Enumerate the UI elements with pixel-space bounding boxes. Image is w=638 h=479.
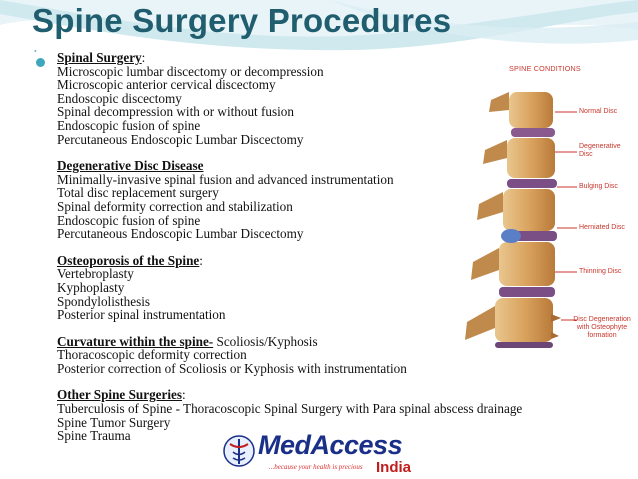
list-item: Posterior correction of Scoliosis or Kyp…	[57, 360, 407, 376]
section-curvature: Curvature within the spine- Scoliosis/Ky…	[57, 333, 522, 376]
list-item: Kyphoplasty	[57, 279, 125, 295]
list-item: Spine Tumor Surgery	[57, 414, 171, 430]
label-herniated-disc: Herniated Disc	[579, 224, 625, 231]
bullet-icon	[36, 58, 45, 67]
section-heading-suffix: :	[182, 387, 186, 403]
section-heading: Other Spine Surgeries	[57, 387, 183, 403]
logo-country: India	[376, 459, 412, 476]
list-item: Minimally-invasive spinal fusion and adv…	[57, 171, 394, 187]
list-item: Tuberculosis of Spine - Thoracoscopic Sp…	[57, 401, 523, 417]
section-heading: Degenerative Disc Disease	[57, 158, 204, 174]
list-item: Vertebroplasty	[57, 266, 134, 282]
list-item: Microscopic lumbar discectomy or decompr…	[57, 63, 324, 79]
list-item: Total disc replacement surgery	[57, 185, 219, 201]
section-heading: Osteoporosis of the Spine	[57, 252, 200, 268]
logo-tagline: ...because your health is precious	[269, 463, 363, 471]
section-heading: Curvature within the spine-	[57, 333, 214, 349]
list-item: Thoracoscopic deformity correction	[57, 347, 247, 363]
list-item: Endoscopic fusion of spine	[57, 212, 201, 228]
section-degenerative-disc: Degenerative Disc Disease Minimally-inva…	[57, 159, 522, 241]
list-item: Spinal deformity correction and stabiliz…	[57, 198, 293, 214]
list-item: Percutaneous Endoscopic Lumbar Discectom…	[57, 131, 304, 147]
spine-conditions-figure: SPINE CONDITIONS Normal Disc Degenerativ…	[451, 52, 638, 364]
list-item: Endoscopic fusion of spine	[57, 117, 201, 133]
label-disc-degeneration: Disc Degeneration with Osteophyte format…	[573, 316, 631, 339]
list-item: Spine Trauma	[57, 428, 131, 444]
label-thinning-disc: Thinning Disc	[579, 268, 622, 275]
medaccess-logo: MedAccess ...because your health is prec…	[222, 430, 432, 478]
procedure-list: Spinal Surgery: Microscopic lumbar disce…	[57, 51, 522, 443]
figure-title: SPINE CONDITIONS	[509, 64, 581, 73]
list-item: Posterior spinal instrumentation	[57, 307, 226, 323]
section-heading-suffix: Scoliosis/Kyphosis	[213, 333, 318, 349]
label-normal-disc: Normal Disc	[579, 108, 618, 115]
section-spinal-surgery: Spinal Surgery: Microscopic lumbar disce…	[57, 51, 522, 146]
section-heading-suffix: :	[141, 50, 146, 65]
section-heading: Spinal Surgery	[57, 50, 142, 65]
caduceus-logo-icon	[223, 435, 255, 467]
section-other: Other Spine Surgeries: Tuberculosis of S…	[57, 388, 522, 442]
page-title: Spine Surgery Procedures	[32, 2, 452, 39]
list-item: Spondylolisthesis	[57, 293, 151, 309]
spine-illustration	[465, 92, 577, 348]
list-item: Endoscopic discectomy	[57, 90, 182, 106]
list-item: Microscopic anterior cervical discectomy	[57, 77, 276, 93]
section-heading-suffix: :	[199, 252, 203, 268]
list-item: Spinal decompression with or without fus…	[57, 104, 294, 120]
list-item: Percutaneous Endoscopic Lumbar Discectom…	[57, 226, 304, 242]
logo-brand: MedAccess	[258, 430, 403, 460]
small-bullet-icon: •	[34, 47, 37, 56]
label-bulging-disc: Bulging Disc	[579, 183, 618, 190]
section-osteoporosis: Osteoporosis of the Spine: Vertebroplast…	[57, 252, 522, 323]
label-degenerative-disc: Degenerative Disc	[579, 143, 621, 158]
